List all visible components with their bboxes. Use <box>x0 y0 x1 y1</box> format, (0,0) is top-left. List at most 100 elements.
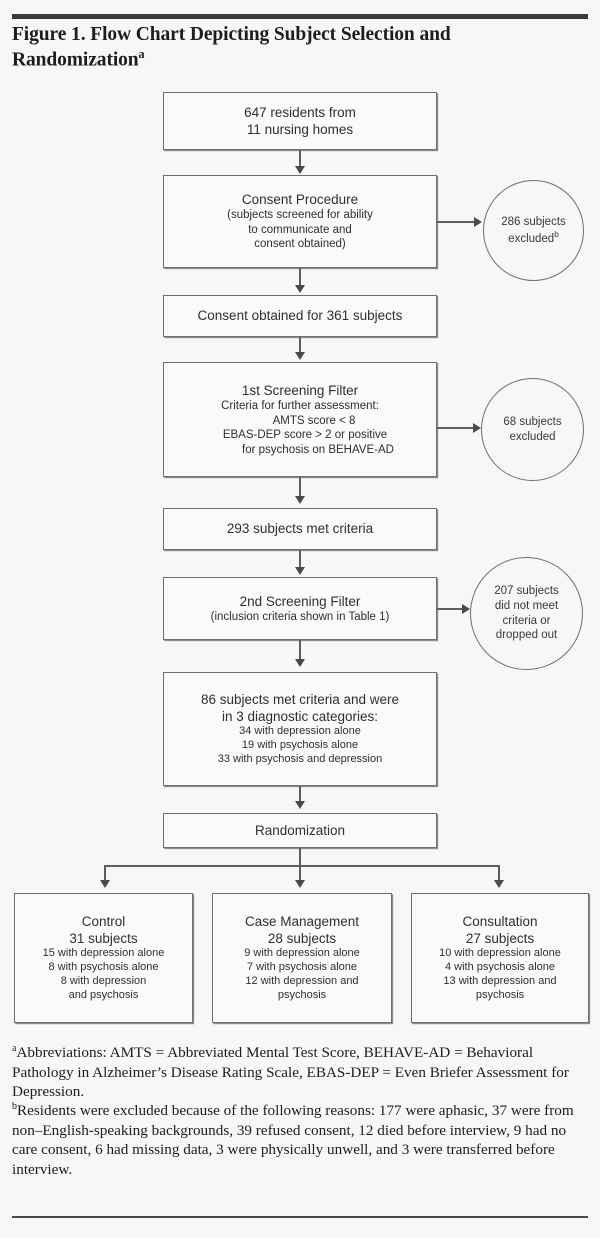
node-arm-consultation-line-1: Consultation <box>462 913 538 929</box>
top-rule <box>12 14 588 19</box>
connector-residents-to-consent <box>299 150 301 169</box>
footnote-a-text: Abbreviations: AMTS = Abbreviated Mental… <box>12 1044 569 1100</box>
node-arm-case-management-line-5: 12 with depression and <box>245 975 359 988</box>
node-met-criteria-293: 293 subjects met criteria <box>163 508 437 550</box>
node-first-filter-line-4: EBAS-DEP score > 2 or positive <box>222 429 388 442</box>
arrowhead-categories86-to-randomization <box>295 801 305 809</box>
arrowhead-residents-to-consent <box>295 166 305 174</box>
node-first-screening-filter: 1st Screening Filter Criteria for furthe… <box>163 362 437 477</box>
arrowhead-consent-to-excluded286 <box>474 217 482 227</box>
node-arm-control-line-3: 15 with depression alone <box>42 947 165 960</box>
node-categories-86: 86 subjects met criteria and were in 3 d… <box>163 672 437 786</box>
node-arm-consultation-line-6: psychosis <box>475 989 525 1002</box>
footnote-a-marker: a <box>12 1043 17 1054</box>
connector-categories86-to-randomization <box>299 786 301 803</box>
bottom-rule <box>12 1216 588 1218</box>
connector-randomization-stem <box>299 848 301 866</box>
node-second-screening-filter: 2nd Screening Filter (inclusion criteria… <box>163 577 437 640</box>
arrowhead-first-filter-to-met293 <box>295 496 305 504</box>
connector-first-filter-to-excluded68 <box>437 427 477 429</box>
node-arm-case-management-line-6: psychosis <box>277 989 327 1002</box>
node-categories-86-line-3: 34 with depression alone <box>239 725 361 738</box>
node-first-filter-line-2: Criteria for further assessment: <box>221 400 379 413</box>
node-dropped-207-line-3: criteria or <box>502 614 551 627</box>
figure-title-line-2: Randomization <box>12 49 139 71</box>
node-excluded-286-line-2: excludedb <box>508 229 559 245</box>
node-categories-86-line-5: 33 with psychosis and depression <box>217 753 383 766</box>
arrowhead-branch-to-consultation <box>494 880 504 888</box>
arrowhead-consent-to-consent-obtained <box>295 285 305 293</box>
node-arm-consultation: Consultation 27 subjects 10 with depress… <box>411 893 589 1023</box>
node-arm-case-management-line-1: Case Management <box>244 913 360 929</box>
node-arm-case-management-line-2: 28 subjects <box>267 931 337 947</box>
connector-second-filter-to-categories86 <box>299 640 301 660</box>
node-second-filter-line-1: 2nd Screening Filter <box>239 593 361 609</box>
excluded-286-footnote-marker: b <box>554 229 559 239</box>
node-met-criteria-293-line-1: 293 subjects met criteria <box>226 521 374 537</box>
connector-branch-to-consultation <box>498 865 500 882</box>
node-categories-86-line-1: 86 subjects met criteria and were <box>200 691 400 707</box>
node-categories-86-line-4: 19 with psychosis alone <box>241 739 359 752</box>
connector-consent-to-excluded286 <box>437 221 477 223</box>
page-title: Figure 1. Flow Chart Depicting Subject S… <box>12 24 572 72</box>
arrowhead-first-filter-to-excluded68 <box>473 423 481 433</box>
figure-title-footnote-marker: a <box>138 46 145 61</box>
arrowhead-consent-obtained-to-first-filter <box>295 352 305 360</box>
node-dropped-207-line-1: 207 subjects <box>494 585 559 598</box>
node-residents-line-2: 11 nursing homes <box>246 122 354 137</box>
arrowhead-branch-to-control <box>100 880 110 888</box>
node-arm-control-line-5: 8 with depression <box>60 975 147 988</box>
node-second-filter-line-2: (inclusion criteria shown in Table 1) <box>210 610 390 623</box>
node-arm-consultation-line-5: 13 with depression and <box>443 975 557 988</box>
node-excluded-68: 68 subjects excluded <box>481 378 584 481</box>
figure-title-line-1: Figure 1. Flow Chart Depicting Subject S… <box>12 24 451 45</box>
node-randomization: Randomization <box>163 813 437 848</box>
node-arm-control-line-2: 31 subjects <box>69 931 138 947</box>
node-excluded-68-line-1: 68 subjects <box>503 415 562 428</box>
node-arm-case-management-line-4: 7 with psychosis alone <box>246 961 358 974</box>
node-residents-line-1: 647 residents from <box>244 104 356 120</box>
node-consent-procedure: Consent Procedure (subjects screened for… <box>163 175 437 268</box>
node-residents: 647 residents from 11 nursing homes <box>163 92 437 150</box>
node-dropped-207-line-2: did not meet <box>494 599 559 612</box>
connector-branch-to-control <box>104 865 106 882</box>
node-excluded-68-line-2: excluded <box>509 430 556 443</box>
connector-second-filter-to-dropped207 <box>437 608 467 610</box>
connector-met293-to-second-filter <box>299 550 301 569</box>
node-consent-obtained: Consent obtained for 361 subjects <box>163 295 437 337</box>
node-first-filter-line-1: 1st Screening Filter <box>241 382 359 398</box>
node-arm-control-line-4: 8 with psychosis alone <box>48 961 159 974</box>
arrowhead-second-filter-to-dropped207 <box>462 604 470 614</box>
footnote-b: bResidents were excluded because of the … <box>12 1101 590 1179</box>
node-consent-procedure-line-3: to communicate and <box>248 223 352 236</box>
node-consent-procedure-line-1: Consent Procedure <box>241 192 359 208</box>
node-first-filter-line-5: for psychosis on BEHAVE-AD <box>242 443 394 456</box>
node-consent-procedure-line-4: consent obtained) <box>254 238 346 251</box>
arrowhead-branch-to-case-management <box>295 880 305 888</box>
node-arm-consultation-line-2: 27 subjects <box>465 931 535 947</box>
connector-consent-obtained-to-first-filter <box>299 337 301 354</box>
node-consent-procedure-line-2: (subjects screened for ability <box>227 209 373 222</box>
node-dropped-207-line-4: dropped out <box>495 629 558 642</box>
node-arm-case-management: Case Management 28 subjects 9 with depre… <box>212 893 392 1023</box>
node-arm-control-line-6: and psychosis <box>68 989 139 1002</box>
node-dropped-207: 207 subjects did not meet criteria or dr… <box>470 557 583 670</box>
node-arm-consultation-line-3: 10 with depression alone <box>439 947 561 960</box>
connector-consent-to-consent-obtained <box>299 268 301 287</box>
node-arm-control-line-1: Control <box>81 913 126 929</box>
node-first-filter-line-3: AMTS score < 8 <box>272 414 356 427</box>
node-consent-obtained-line-1: Consent obtained for 361 subjects <box>197 308 403 324</box>
node-excluded-286-line-1: 286 subjects <box>501 215 566 228</box>
footnote-b-marker: b <box>12 1101 18 1113</box>
node-excluded-286: 286 subjects excludedb <box>483 180 584 281</box>
connector-first-filter-to-met293 <box>299 477 301 497</box>
connector-branch-to-case-management <box>299 865 301 882</box>
arrowhead-second-filter-to-categories86 <box>295 659 305 667</box>
node-arm-case-management-line-3: 9 with depression alone <box>244 947 360 960</box>
arrowhead-met293-to-second-filter <box>295 567 305 575</box>
node-categories-86-line-2: in 3 diagnostic categories: <box>221 709 379 725</box>
footnote-a: aAbbreviations: AMTS = Abbreviated Menta… <box>12 1043 590 1101</box>
node-arm-control: Control 31 subjects 15 with depression a… <box>14 893 193 1023</box>
node-randomization-line-1: Randomization <box>254 822 346 838</box>
